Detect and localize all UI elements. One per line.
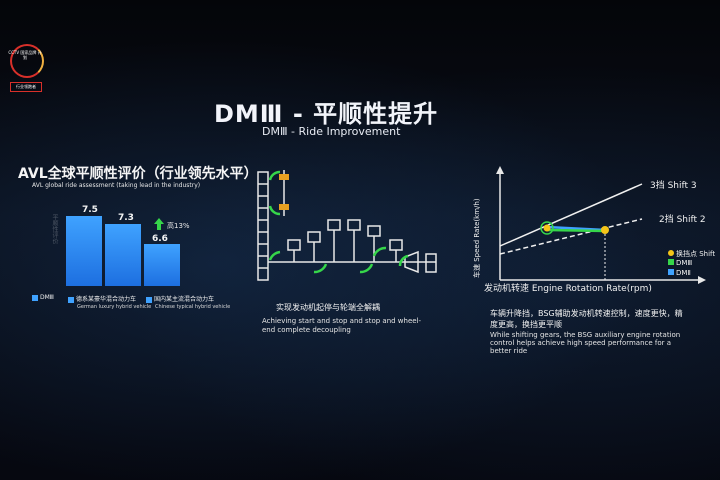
x-axis-label: 发动机转速 Engine Rotation Rate(rpm) bbox=[484, 284, 652, 294]
rotation-arrow-icon bbox=[372, 246, 387, 257]
legend-chinese: 国内某主流混合动力车 bbox=[146, 294, 214, 303]
drivetrain-diagram bbox=[257, 170, 437, 281]
legend-swatch-icon bbox=[146, 296, 152, 303]
mid-caption-en: Achieving start and stop and stop and wh… bbox=[262, 317, 422, 334]
increase-label: 高13% bbox=[167, 222, 190, 230]
graph-legend-label: DMⅡ bbox=[676, 269, 691, 277]
legend-german: 德系某豪华混合动力车 bbox=[68, 294, 136, 303]
bar-dm3 bbox=[66, 216, 102, 286]
rotation-arrow-icon bbox=[359, 263, 374, 274]
legend-german-sub: German luxury hybrid vehicle bbox=[77, 304, 152, 310]
rotation-arrow-icon bbox=[398, 254, 409, 267]
y-axis-label: 车速 Speed Rate(km/h) bbox=[473, 198, 481, 278]
dm2-swatch-icon bbox=[668, 269, 674, 275]
avl-title: AVL全球平顺性评价（行业领先水平） bbox=[18, 166, 258, 182]
legend-label: 德系某豪华混合动力车 bbox=[76, 296, 137, 303]
shift-point-icon bbox=[668, 250, 674, 256]
gear-marker-icon bbox=[279, 204, 289, 210]
graph-legend-label: 换挡点 Shift bbox=[676, 250, 716, 258]
graph-legend-dm3: DMⅢ bbox=[668, 259, 692, 267]
avl-side-label: 平顺性评价 bbox=[51, 214, 58, 244]
legend-dm3: DMⅢ bbox=[32, 294, 54, 301]
rotation-arrow-icon bbox=[268, 170, 281, 181]
rotation-arrow-icon bbox=[313, 263, 328, 274]
mid-caption: 实现发动机起停与轮端全解耦 bbox=[276, 303, 380, 312]
graph-legend-label: DMⅢ bbox=[676, 259, 693, 267]
legend-label: 国内某主流混合动力车 bbox=[154, 296, 215, 303]
bar-value-german: 7.3 bbox=[118, 213, 134, 223]
logo-ring bbox=[10, 44, 44, 78]
engine-block bbox=[257, 171, 269, 281]
shift-point-end bbox=[601, 226, 609, 234]
page-title: DMⅢ - 平顺性提升 bbox=[214, 100, 439, 128]
bar-german bbox=[105, 224, 141, 286]
avl-subtitle: AVL global ride assessment (taking lead … bbox=[32, 182, 201, 189]
legend-swatch-icon bbox=[32, 294, 38, 301]
legend-chinese-sub: Chinese typical hybrid vehicle bbox=[155, 304, 231, 310]
dm3-path bbox=[546, 228, 606, 233]
shift2-line bbox=[499, 218, 643, 255]
legend-swatch-icon bbox=[68, 296, 74, 303]
bar-chinese bbox=[144, 244, 180, 286]
graph-legend-dm2: DMⅡ bbox=[668, 269, 691, 277]
logo-text: CCTV 国家品牌 计划 bbox=[8, 50, 42, 60]
x-axis-arrow-icon bbox=[698, 276, 706, 284]
legend-label: DMⅢ bbox=[40, 294, 54, 301]
graph-legend-shift: 换挡点 Shift bbox=[668, 249, 715, 259]
shift3-label: 3挡 Shift 3 bbox=[650, 181, 697, 191]
shift2-label: 2挡 Shift 2 bbox=[659, 215, 706, 225]
gear-marker-icon bbox=[279, 174, 289, 180]
dm3-swatch-icon bbox=[668, 259, 674, 265]
rotation-arrow-icon bbox=[268, 250, 281, 261]
shift-point-start bbox=[543, 224, 551, 232]
rotation-arrow-icon bbox=[268, 205, 281, 216]
logo-subtext: 行业领跑者 bbox=[10, 82, 42, 92]
y-axis-arrow-icon bbox=[496, 166, 504, 174]
increase-arrow-icon bbox=[154, 218, 164, 230]
shift3-line bbox=[499, 183, 643, 247]
cctv-logo: CCTV 国家品牌 计划 行业领跑者 bbox=[8, 44, 44, 94]
page-subtitle: DMⅢ - Ride Improvement bbox=[262, 125, 401, 138]
right-caption-en: While shifting gears, the BSG auxiliary … bbox=[490, 331, 681, 355]
dm2-path bbox=[546, 225, 606, 232]
bar-value-dm3: 7.5 bbox=[82, 205, 98, 215]
right-caption: 车辆升降挡，BSG辅助发动机转速控制，速度更快，精度更高，换挡更平顺 bbox=[490, 309, 683, 329]
shift-graph bbox=[496, 166, 706, 284]
bar-value-chinese: 6.6 bbox=[152, 234, 168, 244]
